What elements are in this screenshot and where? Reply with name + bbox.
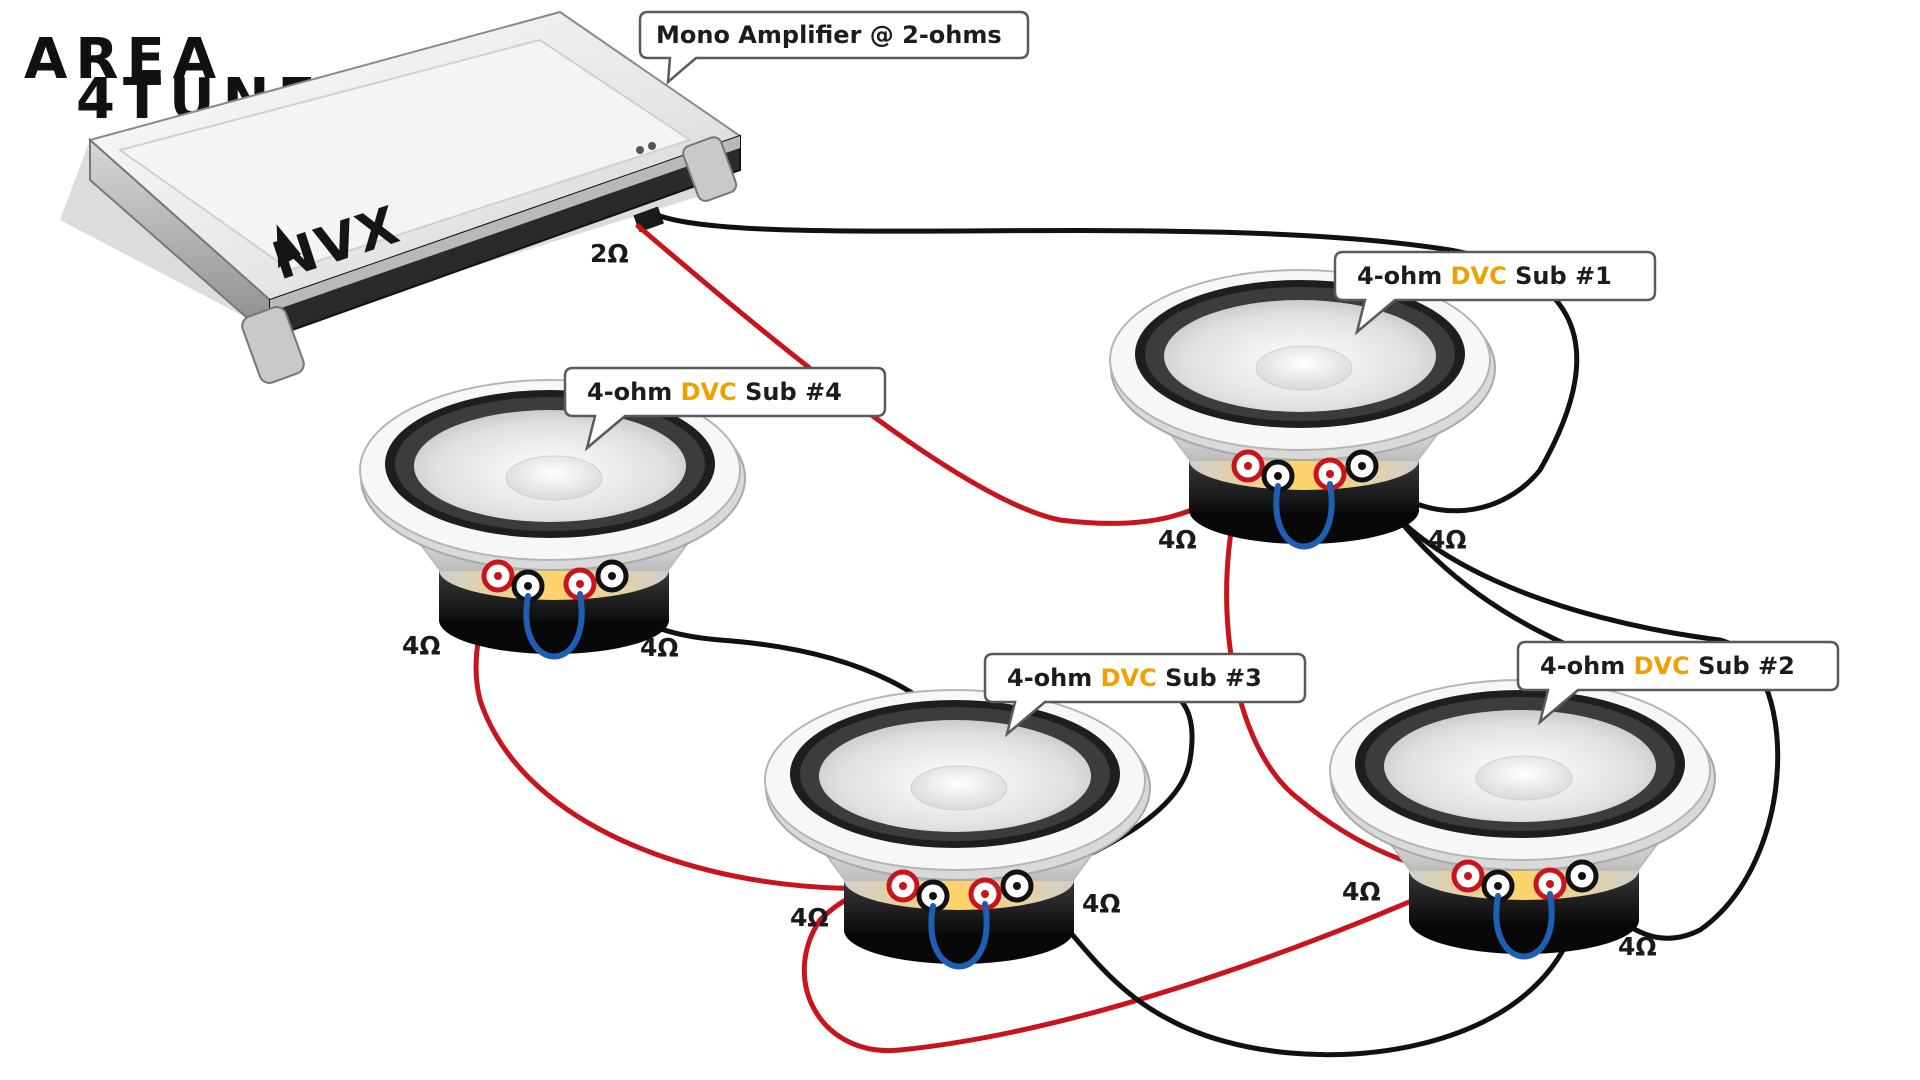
- subwoofers: 4-ohm DVC Sub #1 4Ω 4Ω 4-ohm DVC Sub #2 4Ω 4Ω…: [359, 250, 1840, 964]
- positive-terminal: [481, 559, 515, 593]
- positive-wire: [635, 223, 1251, 526]
- positive-terminal: [886, 869, 920, 903]
- subwoofer-3: 4-ohm DVC Sub #3 4Ω 4Ω: [764, 652, 1307, 964]
- subwoofer-1-callout-text: 4-ohm DVC Sub #1: [1357, 262, 1612, 290]
- subwoofer-2: 4-ohm DVC Sub #2 4Ω 4Ω: [1329, 640, 1840, 961]
- positive-terminal: [1533, 867, 1567, 901]
- voice-coil-impedance-label: 4Ω: [402, 631, 441, 660]
- positive-wire: [801, 873, 1471, 1054]
- subwoofer-4-callout: 4-ohm DVC Sub #4: [563, 366, 887, 452]
- negative-terminal: [1345, 449, 1379, 483]
- voice-coil-impedance-label: 4Ω: [1082, 889, 1121, 918]
- positive-terminal: [1451, 859, 1485, 893]
- voice-coil-jumper: [523, 591, 585, 660]
- voice-coil-jumper: [1273, 481, 1335, 550]
- voice-coil-jumpers: [523, 481, 1555, 970]
- negative-wire: [1359, 463, 1781, 941]
- negative-terminal: [1565, 859, 1599, 893]
- voice-coil-jumper: [1493, 891, 1555, 960]
- negative-terminal: [1481, 869, 1515, 903]
- amplifier-callout-text: Mono Amplifier @ 2-ohms: [656, 21, 1002, 49]
- voice-coil-jumper: [928, 901, 990, 970]
- subwoofer-4: 4-ohm DVC Sub #4 4Ω 4Ω: [359, 366, 887, 662]
- voice-coil-impedance-label: 4Ω: [1342, 877, 1381, 906]
- negative-terminal: [1000, 869, 1034, 903]
- voice-coil-impedance-label: 4Ω: [1618, 932, 1657, 961]
- voice-coil-impedance-label: 4Ω: [640, 633, 679, 662]
- subwoofer-1-callout: 4-ohm DVC Sub #1: [1333, 250, 1657, 336]
- voice-coil-impedance-label: 4Ω: [1158, 525, 1197, 554]
- positive-terminal: [1231, 449, 1265, 483]
- amp-impedance-label: 2Ω: [590, 239, 629, 268]
- voice-coil-impedance-label: 4Ω: [1428, 525, 1467, 554]
- negative-terminal: [595, 559, 629, 593]
- subwoofer-4-callout-text: 4-ohm DVC Sub #4: [587, 378, 842, 406]
- subwoofer-2-callout: 4-ohm DVC Sub #2: [1516, 640, 1840, 726]
- subwoofer-1: 4-ohm DVC Sub #1 4Ω 4Ω: [1109, 250, 1657, 554]
- logo-line-1: AREA: [24, 27, 224, 92]
- subwoofer-2-callout-text: 4-ohm DVC Sub #2: [1540, 652, 1795, 680]
- mono-amplifier: NVX 2Ω: [60, 10, 743, 384]
- subwoofer-3-callout: 4-ohm DVC Sub #3: [983, 652, 1307, 738]
- amplifier-callout: Mono Amplifier @ 2-ohms: [638, 10, 1030, 85]
- voice-coil-impedance-label: 4Ω: [790, 903, 829, 932]
- subwoofer-3-callout-text: 4-ohm DVC Sub #3: [1007, 664, 1262, 692]
